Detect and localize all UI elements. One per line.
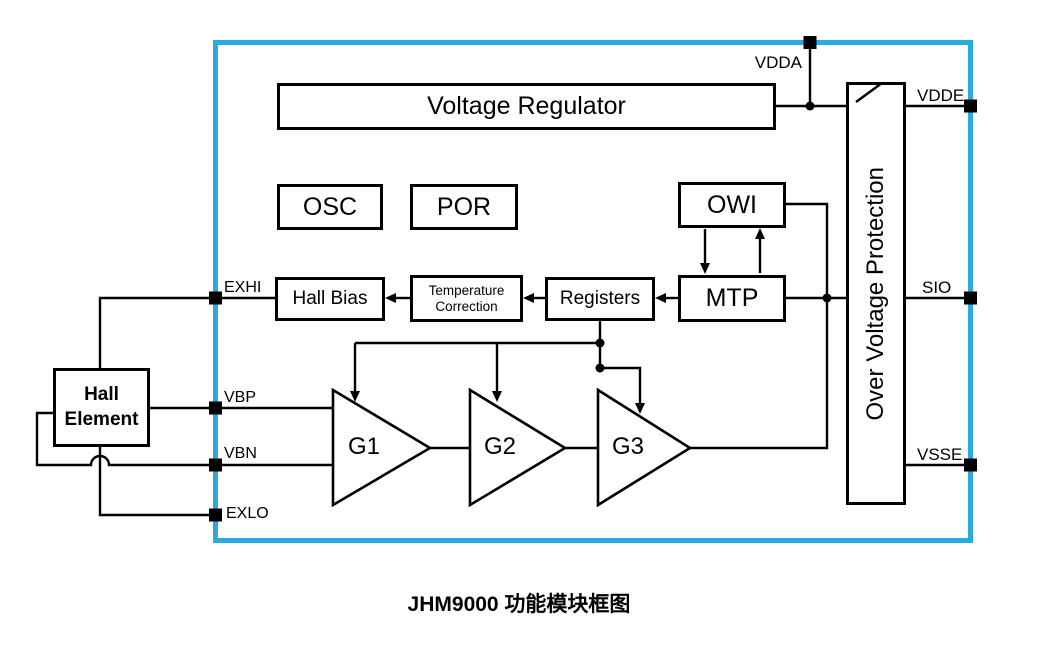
temperature-correction-label-line2: Correction <box>435 298 498 314</box>
arrowheads-group <box>350 228 765 414</box>
junction-dots-group <box>595 101 832 373</box>
hall-bias-block: Hall Bias <box>275 277 385 321</box>
voltage-regulator-label: Voltage Regulator <box>427 92 626 120</box>
owi-label: OWI <box>707 190 757 219</box>
hall-element-label-line2: Element <box>64 408 139 430</box>
exhi-pad <box>209 291 222 305</box>
osc-block: OSC <box>277 184 383 230</box>
temperature-correction-block: Temperature Correction <box>410 275 523 322</box>
arrowhead-into-tc <box>523 293 534 303</box>
vsse-pin-label: VSSE <box>917 445 963 464</box>
exhi-wire <box>98 296 275 368</box>
vsse-pad <box>964 458 977 472</box>
hall-element-label-line1: Hall <box>84 383 119 405</box>
vdde-pad <box>964 99 977 113</box>
por-block: POR <box>410 184 518 230</box>
sio-bus-wire <box>690 202 829 450</box>
mtp-label: MTP <box>705 284 759 312</box>
vbn-pin-label: VBN <box>224 445 257 462</box>
vdde-pin-label: VDDE <box>917 86 965 105</box>
g2-label: G2 <box>483 433 516 460</box>
vbn-wire <box>35 411 333 467</box>
g1-amplifier-triangle <box>331 387 433 508</box>
por-label: POR <box>436 192 492 221</box>
registers-branch-wire <box>598 321 642 404</box>
amplifier-triangles <box>331 387 693 508</box>
exlo-pad <box>209 508 222 522</box>
vdda-pin-label: VDDA <box>754 53 802 72</box>
sio-pad <box>964 291 977 305</box>
junction-dot <box>595 363 605 373</box>
arrowhead-into-g2 <box>492 391 502 402</box>
arrowhead-into-mtp <box>700 263 710 274</box>
osc-label: OSC <box>302 192 358 221</box>
owi-block: OWI <box>678 182 786 228</box>
mtp-block: MTP <box>678 275 786 322</box>
registers-label: Registers <box>559 288 641 309</box>
ovp-switch-slash <box>855 82 883 103</box>
exlo-pin-label: EXLO <box>226 505 269 522</box>
sio-pin-label: SIO <box>922 278 952 297</box>
arrowhead-into-owi <box>755 228 765 239</box>
junction-dot <box>595 338 605 348</box>
diagram-caption: JHM9000 功能模块框图 <box>407 593 631 616</box>
vbp-pad <box>209 401 222 415</box>
g3-amplifier-triangle <box>596 387 693 508</box>
temperature-correction-label-line1: Temperature <box>428 283 505 299</box>
arrowhead-into-g3 <box>635 403 645 414</box>
exhi-pin-label: EXHI <box>224 279 262 296</box>
vbn-pad <box>209 458 222 472</box>
vdda-pad <box>803 36 817 49</box>
arrowhead-into-g1 <box>350 391 360 402</box>
wires-group <box>35 45 970 517</box>
over-voltage-protection-block: Over Voltage Protection <box>846 82 906 505</box>
exlo-wire <box>98 447 215 517</box>
hall-element-block: Hall Element <box>53 368 150 447</box>
voltage-regulator-block: Voltage Regulator <box>277 83 776 130</box>
arrowhead-into-hallbias <box>385 293 396 303</box>
junction-dot <box>805 101 815 111</box>
arrowhead-into-registers <box>655 293 666 303</box>
vbp-pin-label: VBP <box>224 389 257 406</box>
over-voltage-protection-label: Over Voltage Protection <box>862 166 889 421</box>
g3-label: G3 <box>611 433 644 460</box>
g1-label: G1 <box>347 433 380 460</box>
hall-bias-label: Hall Bias <box>292 288 368 309</box>
pin-pads-group <box>209 36 977 522</box>
junction-dot <box>822 293 832 303</box>
g2-amplifier-triangle <box>468 387 568 508</box>
registers-block: Registers <box>545 277 655 321</box>
